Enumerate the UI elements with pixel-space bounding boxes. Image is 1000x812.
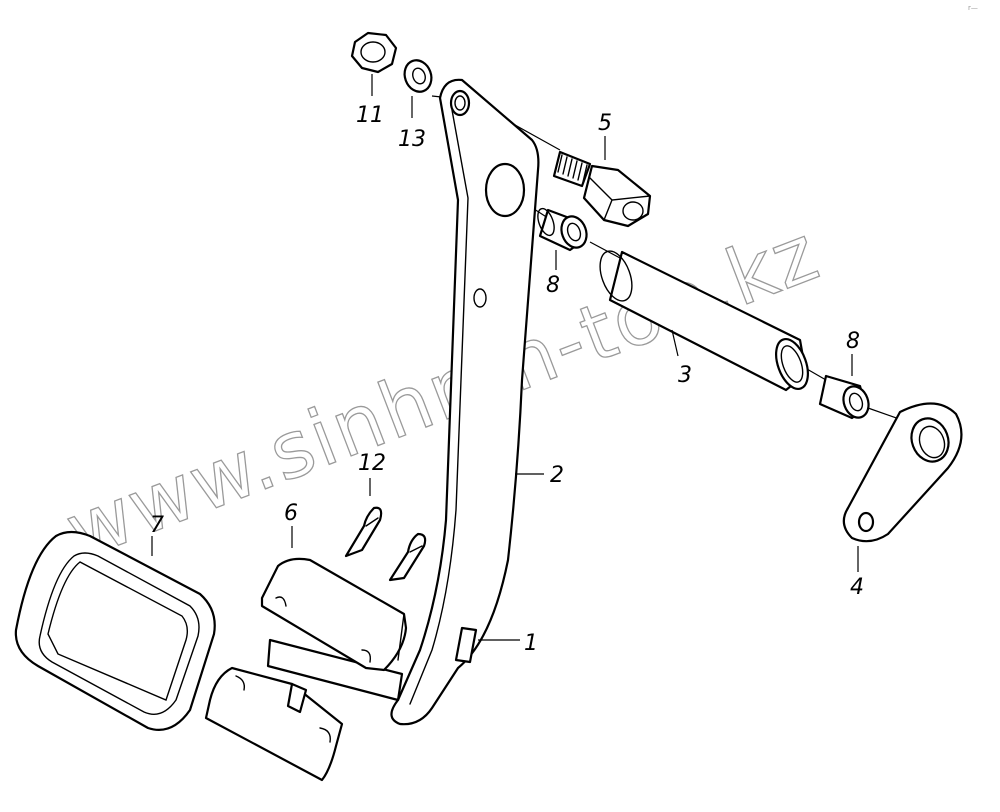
corner-mark: r— — [968, 4, 978, 12]
callout-12: 12 — [358, 451, 386, 476]
part-12-rivet-b — [388, 532, 427, 582]
callout-3: 3 — [678, 363, 692, 388]
part-12-rivet-a — [344, 506, 383, 558]
axis-line-shaft — [589, 241, 621, 259]
part-8-bushing-upper — [537, 207, 588, 252]
watermark-text: www.sinhron-too.kz — [55, 208, 832, 578]
part-11-hex-nut — [350, 31, 398, 74]
callout-8-lower: 8 — [846, 329, 860, 354]
part-6-pad-upper — [260, 557, 408, 672]
callout-8-upper: 8 — [546, 273, 560, 298]
callout-11: 11 — [356, 103, 384, 128]
pad-lower-half — [204, 666, 344, 782]
callout-4: 4 — [850, 575, 864, 600]
callout-7: 7 — [150, 513, 164, 538]
part-7-rubber-pad — [14, 530, 216, 731]
part-8-bushing-lower — [818, 374, 870, 420]
part-4-lever-arm — [842, 402, 963, 543]
callout-6: 6 — [284, 501, 298, 526]
part-2-pedal-lever — [390, 78, 540, 726]
part-13-washer — [403, 59, 433, 93]
leader-3 — [671, 329, 679, 357]
part-3-shaft-tube — [599, 250, 809, 392]
callout-1: 1 — [524, 631, 538, 656]
part-5-bolt — [552, 150, 652, 228]
callout-2: 2 — [550, 463, 564, 488]
callout-5: 5 — [598, 111, 612, 136]
callout-13: 13 — [398, 127, 426, 152]
